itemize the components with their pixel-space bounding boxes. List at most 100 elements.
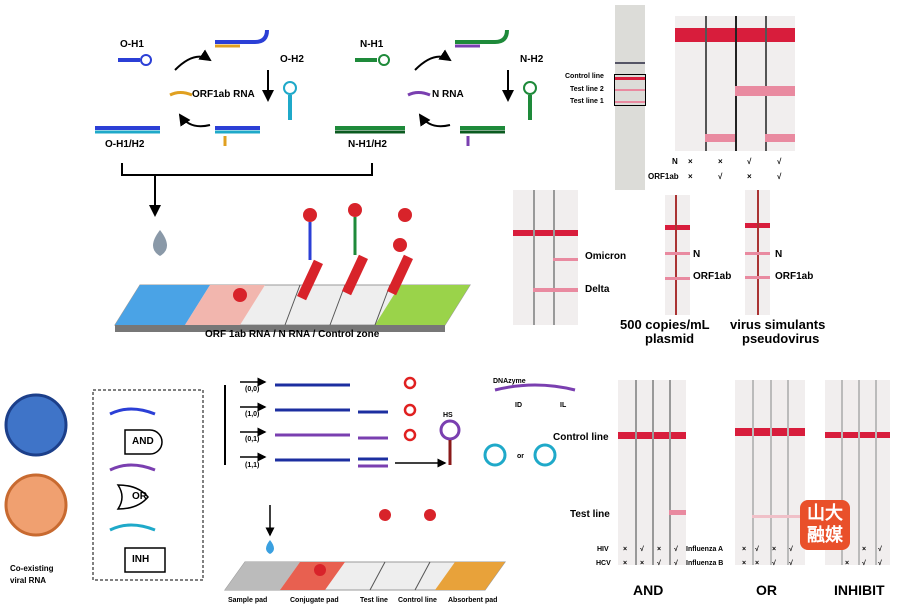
label-coexisting-1: Co-existing <box>10 564 54 573</box>
label-hs: HS <box>443 412 453 419</box>
label-influenza-a: Influenza A <box>686 546 724 553</box>
n-hairpin-cycle <box>335 29 537 146</box>
label-il: IL <box>560 402 567 409</box>
gates-box <box>92 389 204 581</box>
gate-or: OR <box>132 491 147 502</box>
label-delta: Delta <box>585 284 610 295</box>
mark: √ <box>772 560 776 567</box>
title-and: AND <box>633 582 664 598</box>
mark: √ <box>755 546 759 553</box>
label-plasmid-n: N <box>693 249 701 260</box>
mark: √ <box>789 546 793 553</box>
label-n-h2: N-H2 <box>520 54 544 65</box>
mark: × <box>688 157 693 166</box>
zoom-box <box>614 74 646 106</box>
mark: × <box>742 560 747 567</box>
mark: × <box>755 560 760 567</box>
mark: √ <box>640 546 644 553</box>
label-conjugate-pad: Conjugate pad <box>290 597 339 604</box>
label-control-line-logic: Control line <box>553 432 609 443</box>
droplet-icon <box>153 230 167 256</box>
label-coexisting-2: viral RNA <box>10 576 47 585</box>
mark: × <box>845 560 850 567</box>
gate-and: AND <box>132 436 154 447</box>
label-n-h1: N-H1 <box>360 39 384 50</box>
label-id: ID <box>515 402 522 409</box>
label-hiv: HIV <box>597 546 609 553</box>
plasmid-strip-photo <box>665 195 690 315</box>
label-control-line: Control line <box>565 73 604 80</box>
label-dnazyme: DNAzyme <box>493 378 526 385</box>
droplet-icon-2 <box>266 540 274 554</box>
or-strip-photo <box>735 380 805 565</box>
mark: × <box>742 546 747 553</box>
label-orf1ab-rna: ORF1ab RNA <box>192 89 255 100</box>
mark: √ <box>747 157 752 166</box>
lateral-flow-strip-top <box>114 203 471 332</box>
label-plasmid-orf1ab: ORF1ab <box>693 271 732 282</box>
mark: × <box>623 560 628 567</box>
label-omicron: Omicron <box>585 251 627 262</box>
four-strip-photo <box>675 16 795 151</box>
and-strip-photo <box>618 380 686 565</box>
title-inhibit: INHIBIT <box>834 582 885 598</box>
mark: √ <box>878 560 882 567</box>
mark: √ <box>777 157 782 166</box>
pseudovirus-strip-photo <box>745 190 770 315</box>
label-n-rna: N RNA <box>432 89 464 100</box>
label-o-h1: O-H1 <box>120 39 144 50</box>
virus-particle-blue <box>4 393 68 457</box>
input-10: (1,0) <box>245 411 260 418</box>
label-sample-pad: Sample pad <box>228 597 268 604</box>
label-n-h1h2: N-H1/H2 <box>348 139 387 150</box>
row-n-label: N <box>672 157 678 166</box>
label-or: or <box>517 453 524 460</box>
label-test-line-2: Test line 2 <box>570 86 604 93</box>
input-00: (0,0) <box>245 386 260 393</box>
mark: × <box>688 172 693 181</box>
mark: √ <box>674 560 678 567</box>
mark: × <box>640 560 645 567</box>
variant-strip-photo <box>513 190 578 325</box>
label-test-line-logic: Test line <box>570 509 610 520</box>
label-hcv: HCV <box>596 560 611 567</box>
mark: × <box>862 546 867 553</box>
label-o-h1h2: O-H1/H2 <box>105 139 145 150</box>
label-influenza-b: Influenza B <box>686 560 724 567</box>
virus-particle-orange <box>4 473 68 537</box>
mark: √ <box>674 546 678 553</box>
mark: √ <box>718 172 723 181</box>
caption-pseudo-2: pseudovirus <box>742 331 820 346</box>
mark: × <box>747 172 752 181</box>
lateral-flow-strip-bottom <box>224 505 506 591</box>
caption-pseudo-1: virus simulants <box>730 317 826 332</box>
label-test-line-1: Test line 1 <box>570 98 604 105</box>
label-pseudo-n: N <box>775 249 783 260</box>
label-test-line: Test line <box>360 597 388 604</box>
single-strip-photo <box>615 5 645 190</box>
mark: √ <box>777 172 782 181</box>
strip-caption: ORF 1ab RNA / N RNA / Control zone <box>205 329 380 340</box>
mark: × <box>772 546 777 553</box>
watermark-logo: 山大融媒 <box>800 500 850 550</box>
inhibit-strip-photo <box>825 380 890 565</box>
mark: × <box>718 157 723 166</box>
mark: × <box>623 546 628 553</box>
label-control-line: Control line <box>398 597 437 604</box>
input-11: (1,1) <box>245 462 260 469</box>
o-hairpin-cycle <box>95 29 297 146</box>
label-o-h2: O-H2 <box>280 54 304 65</box>
title-or: OR <box>756 582 777 598</box>
mark: × <box>657 546 662 553</box>
mark: √ <box>789 560 793 567</box>
mark: √ <box>657 560 661 567</box>
blocked-icon <box>403 376 417 442</box>
row-orf-label: ORF1ab <box>648 172 679 181</box>
caption-plasmid-2: plasmid <box>645 331 695 346</box>
label-pseudo-orf1ab: ORF1ab <box>775 271 814 282</box>
label-absorbent-pad: Absorbent pad <box>448 597 498 604</box>
mark: √ <box>878 546 882 553</box>
input-01: (0,1) <box>245 436 260 443</box>
